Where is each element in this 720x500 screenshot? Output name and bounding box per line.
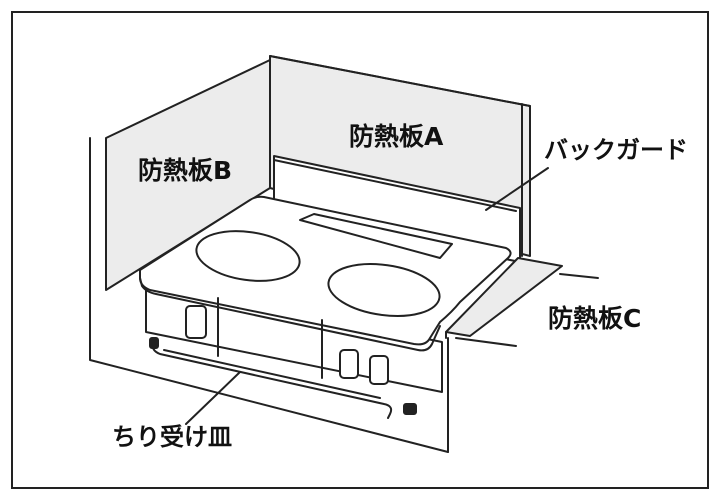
drip-tray-rail-inner xyxy=(163,349,381,399)
foot-left xyxy=(149,337,159,349)
counter-line xyxy=(455,337,517,347)
label-heat-shield-a: 防熱板A xyxy=(349,122,444,151)
wall-line-right xyxy=(559,273,599,279)
heat-shield-c xyxy=(445,257,563,337)
leader-drip-tray xyxy=(185,371,241,425)
burner-left xyxy=(195,230,301,282)
exhaust-vent xyxy=(299,213,453,259)
right-knob-2 xyxy=(369,355,389,385)
label-heat-shield-c: 防熱板C xyxy=(548,304,642,333)
foot-right xyxy=(403,403,417,415)
left-knob xyxy=(185,305,207,339)
cabinet-outline xyxy=(89,137,449,453)
right-knob-1 xyxy=(339,349,359,379)
leader-back-guard xyxy=(485,167,549,211)
label-drip-tray: ちり受け皿 xyxy=(112,423,232,451)
back-guard-top-edge xyxy=(273,159,517,212)
burner-right xyxy=(327,263,441,317)
label-heat-shield-b: 防熱板B xyxy=(138,156,233,185)
cooktop-front-lip xyxy=(139,277,441,352)
label-back-guard: バックガード xyxy=(544,136,688,164)
heat-shield-a-top xyxy=(269,55,531,107)
